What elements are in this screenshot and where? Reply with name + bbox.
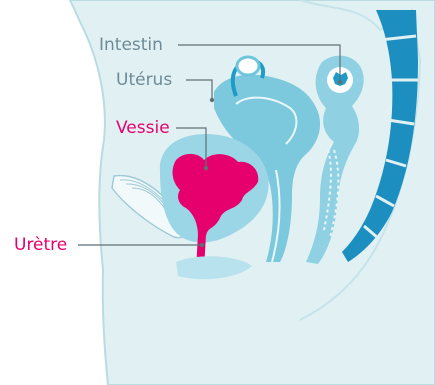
dot-vessie <box>204 166 208 170</box>
dot-intestin <box>338 80 342 84</box>
dot-uretre <box>200 243 204 247</box>
label-vessie: Vessie <box>116 118 170 138</box>
label-intestin: Intestin <box>99 35 163 55</box>
label-uretre: Urètre <box>14 235 67 255</box>
ovary <box>237 57 259 75</box>
dot-uterus <box>210 98 214 102</box>
label-uterus: Utérus <box>116 70 172 90</box>
